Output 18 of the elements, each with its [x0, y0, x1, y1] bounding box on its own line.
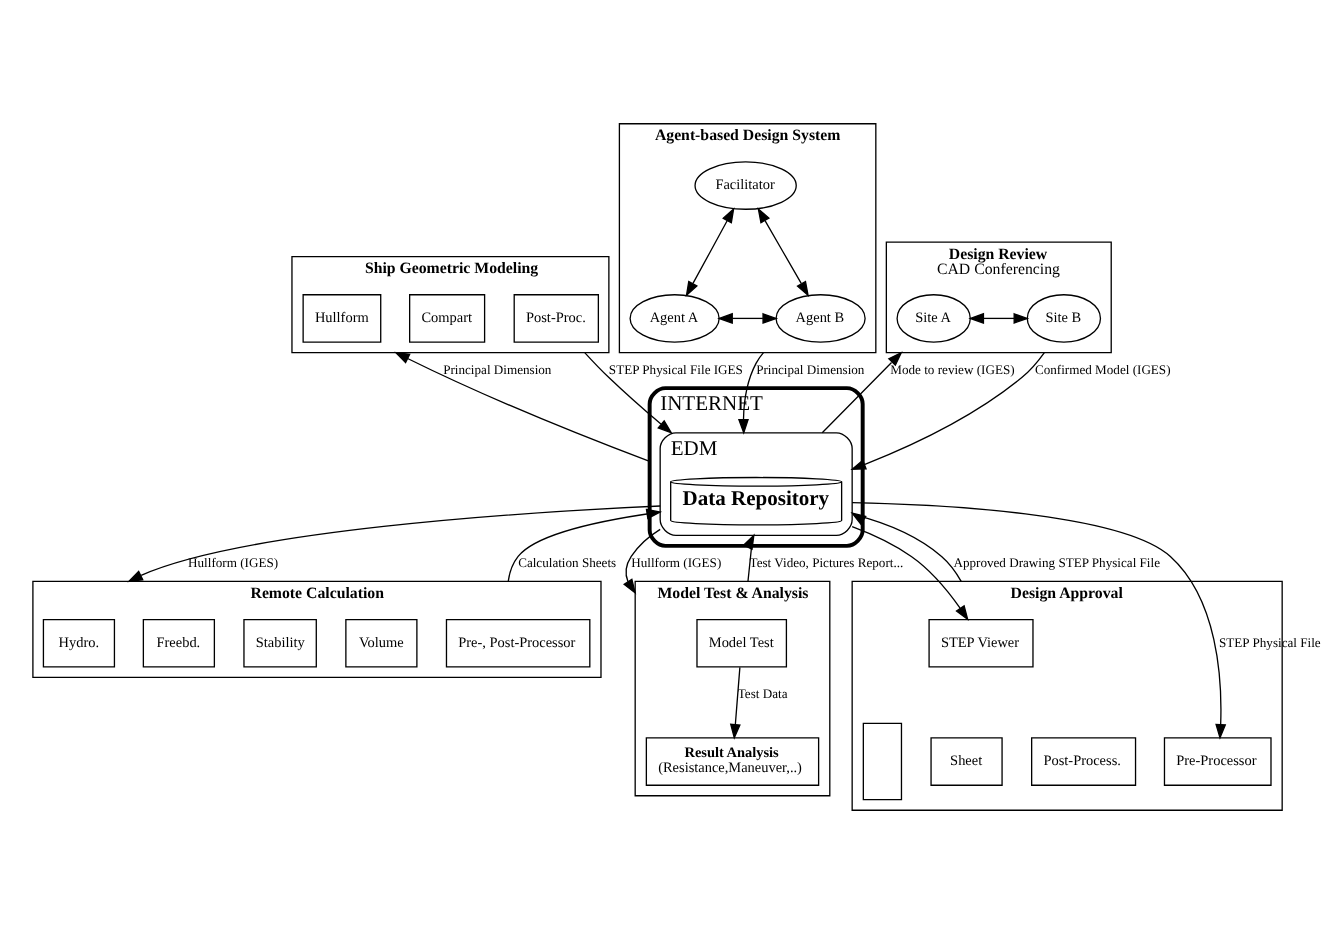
- arrow: [685, 206, 735, 297]
- arrow: [757, 206, 810, 297]
- arrow: [821, 350, 903, 433]
- arrow: [717, 311, 779, 323]
- arrow: [851, 524, 969, 620]
- arrow: [507, 507, 663, 582]
- arrow: [737, 350, 765, 434]
- arrow: [584, 350, 673, 434]
- arrow: [850, 511, 962, 582]
- node-box: [862, 721, 903, 800]
- arrow: [968, 311, 1030, 323]
- arrow: [623, 527, 661, 594]
- arrow: [394, 350, 651, 462]
- arrow: [742, 532, 755, 582]
- arrow: [851, 501, 1227, 739]
- arrow: [850, 350, 1046, 470]
- arrow: [729, 665, 741, 739]
- arrow: [127, 504, 661, 582]
